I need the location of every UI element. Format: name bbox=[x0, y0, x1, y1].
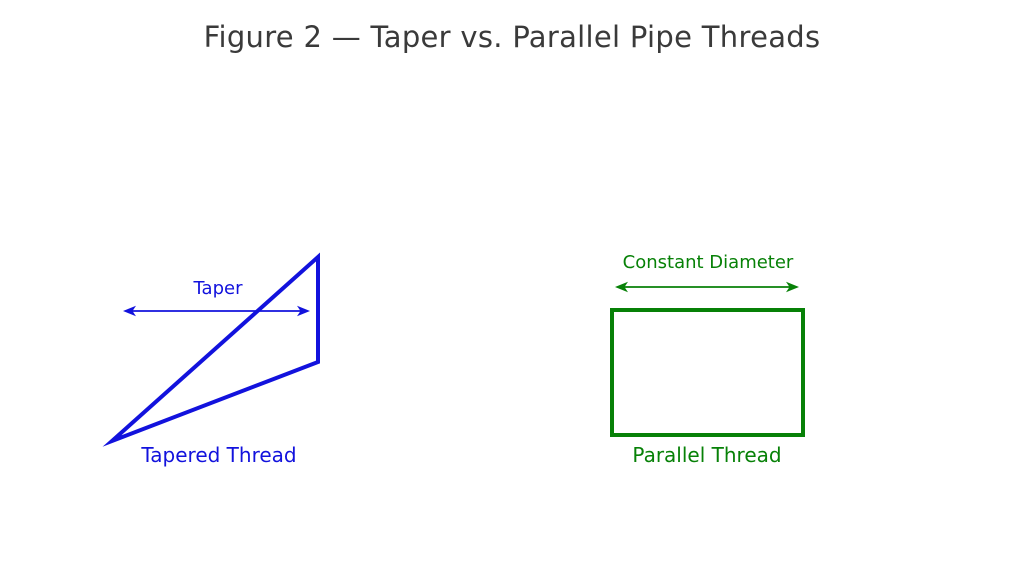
taper-dimension-arrow bbox=[123, 305, 310, 317]
parallel-thread-shape bbox=[610, 308, 805, 437]
tapered-thread-diagram bbox=[102, 252, 320, 447]
taper-arrowhead-left-icon bbox=[123, 305, 136, 317]
parallel-thread-caption: Parallel Thread bbox=[632, 443, 782, 467]
diameter-arrowhead-left-icon bbox=[615, 281, 628, 293]
parallel-thread-diagram bbox=[610, 281, 805, 437]
taper-dimension-label: Taper bbox=[193, 278, 243, 300]
tapered-thread-shape bbox=[102, 252, 320, 447]
diameter-dimension-arrow bbox=[615, 281, 799, 293]
tapered-thread-caption: Tapered Thread bbox=[141, 443, 297, 467]
diameter-arrowhead-right-icon bbox=[786, 281, 799, 293]
figure-title: Figure 2 — Taper vs. Parallel Pipe Threa… bbox=[203, 20, 821, 54]
taper-arrowhead-right-icon bbox=[297, 305, 310, 317]
constant-diameter-label: Constant Diameter bbox=[622, 252, 794, 274]
